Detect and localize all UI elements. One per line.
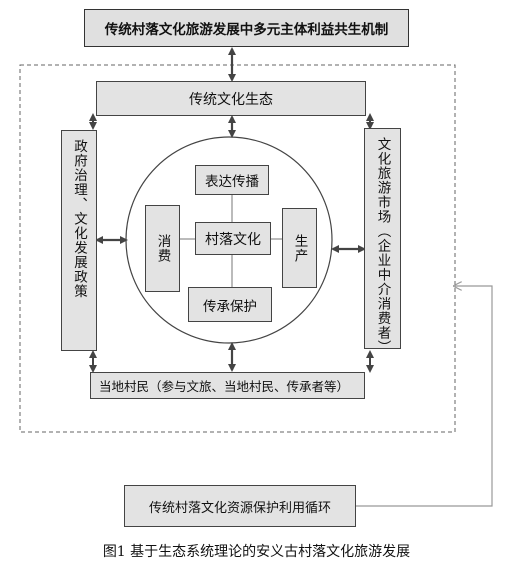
inherit-box: 传承保护 <box>188 287 272 322</box>
ecology-box: 传统文化生态 <box>96 81 366 116</box>
produce-box: 生产 <box>282 208 317 288</box>
market-box: 文化旅游市场（企业中介消费者） <box>364 128 401 355</box>
spread-box: 表达传播 <box>195 165 269 195</box>
cycle-box: 传统村落文化资源保护利用循环 <box>124 485 356 527</box>
cycle-loop-line <box>356 286 493 507</box>
government-box: 政府治理、文化发展政策 <box>61 130 97 351</box>
village-culture-box: 村落文化 <box>195 222 271 255</box>
dashed-frame <box>19 64 456 433</box>
title-box: 传统村落文化旅游发展中多元主体利益共生机制 <box>84 9 409 47</box>
figure-caption: 图1 基于生态系统理论的安义古村落文化旅游发展 <box>102 544 411 560</box>
villagers-box: 当地村民（参与文旅、当地村民、传承者等） <box>90 372 365 399</box>
consume-box: 消费 <box>145 205 180 292</box>
